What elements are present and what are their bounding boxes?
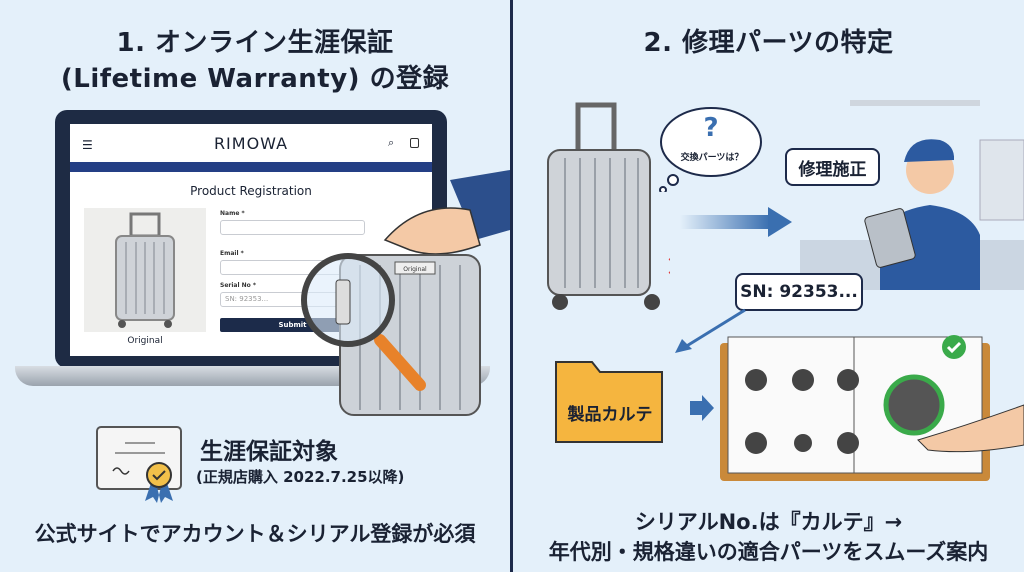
folder-label: 製品カルテ [567, 405, 653, 425]
folder-icon [555, 361, 663, 443]
left-bottom-text: 公式サイトでアカウント＆シリアル登録が必須 [34, 522, 476, 546]
broken-suitcase-illustration [547, 102, 670, 310]
thought-bubble: ? [659, 107, 762, 192]
tag-label: Original [403, 266, 427, 273]
page-heading: Product Registration [190, 184, 312, 198]
arrow-down-left-icon [675, 308, 746, 353]
thought-text: 交換パーツは？ [680, 153, 744, 163]
right-bottom-line1: シリアルNo.は『カルテ』→ [634, 510, 903, 534]
suitcase-icon [115, 212, 175, 328]
left-title-line1: 1. オンライン生涯保証 [116, 28, 394, 58]
hand-magnifier-illustration: Original [301, 170, 510, 416]
left-title-line2: (Lifetime Warranty) の登録 [60, 64, 450, 94]
right-title: 2. 修理パーツの特定 [643, 28, 894, 58]
serial-speech-bubble: SN: 92353... [735, 273, 863, 311]
bag-icon[interactable] [410, 138, 419, 148]
product-caption: Original [127, 336, 163, 346]
menu-icon[interactable]: ☰ [82, 138, 93, 152]
serial-label: Serial No * [220, 282, 256, 289]
header-stripe [70, 162, 432, 172]
product-image [84, 208, 206, 332]
parts-catalog-illustration [720, 335, 1024, 481]
warranty-title: 生涯保証対象 [200, 439, 338, 465]
certificate-icon [96, 426, 182, 503]
name-input[interactable] [220, 220, 365, 235]
email-label: Email * [220, 250, 244, 257]
brand-logo[interactable]: RIMOWA [213, 134, 289, 153]
panel-divider [510, 0, 513, 572]
worker-speech-bubble: 修理施正 [785, 148, 880, 186]
arrow-right-small-icon [690, 395, 714, 421]
search-icon[interactable]: ⌕ [388, 136, 395, 149]
question-icon: ? [703, 113, 718, 143]
name-label: Name * [220, 210, 245, 217]
check-icon [946, 341, 962, 354]
repair-worker-illustration [800, 100, 1024, 290]
right-bottom-line2: 年代別・規格違いの適合パーツをスムーズ案内 [548, 540, 989, 564]
warranty-sub: (正規店購入 2022.7.25以降) [196, 468, 405, 486]
arrow-right-icon [680, 207, 792, 237]
